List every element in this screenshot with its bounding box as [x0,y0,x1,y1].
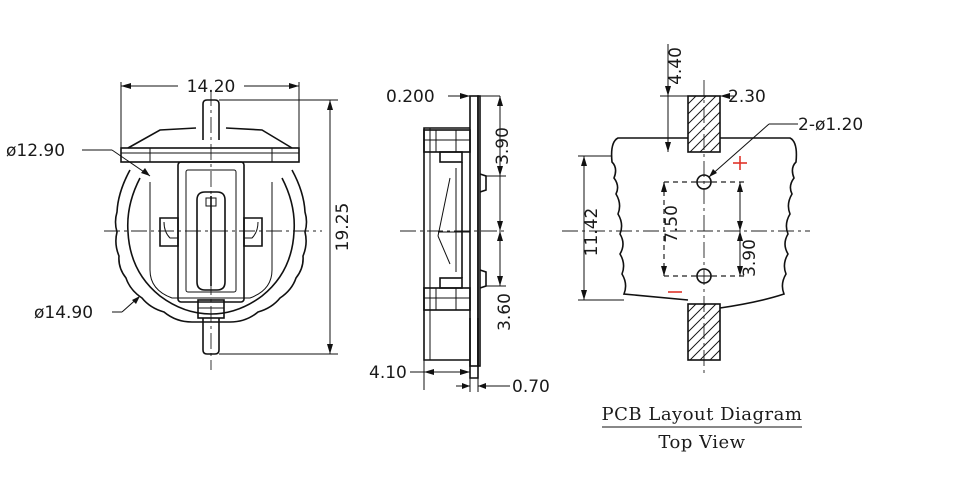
bottom-pad [687,303,721,361]
side-upper-dim: 3.90 [493,127,513,165]
pad-height-dim: 4.40 [666,47,686,85]
pcb-subtitle: Top View [658,432,745,453]
hole-offset-dim: 3.90 [740,239,760,277]
front-width-dim: 14.20 [187,77,236,97]
front-view: 14.20 19.25 ø12.90 ø14.90 [6,77,353,370]
pad-width-dim: 2.30 [728,87,766,107]
top-pad [687,95,721,153]
side-depth-dim: 4.10 [369,363,407,383]
side-top-offset: 0.200 [386,87,435,107]
side-lower-dim: 3.60 [495,293,515,331]
front-height-dim: 19.25 [333,203,353,252]
pcb-view: 4.40 2.30 2-ø1.20 11.42 7.50 3.90 PCB La… [562,44,863,453]
hole-spacing-dim: 7.50 [662,205,682,243]
pcb-title: PCB Layout Diagram [602,404,803,425]
outline-height-dim: 11.42 [582,208,602,257]
holes-dim: 2-ø1.20 [798,115,863,135]
positive-mark [733,156,747,170]
side-thickness-dim: 0.70 [512,377,550,397]
inner-dia-label: ø12.90 [6,141,65,161]
side-view: 0.200 3.90 3.60 4.10 0.70 [369,87,550,397]
outer-dia-label: ø14.90 [34,303,93,323]
